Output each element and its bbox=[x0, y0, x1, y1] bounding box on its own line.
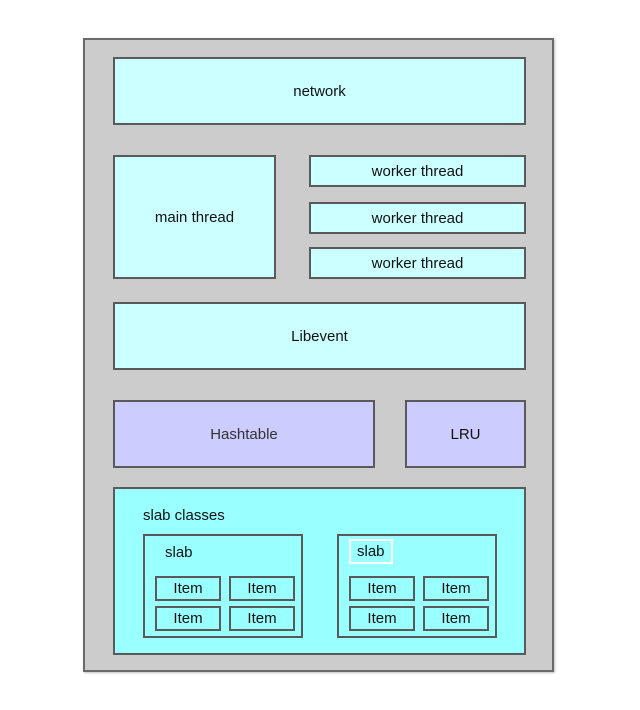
worker-thread-label: worker thread bbox=[371, 209, 464, 227]
item-label: Item bbox=[173, 580, 203, 597]
item-box: Item bbox=[155, 606, 221, 631]
item-label: Item bbox=[173, 610, 203, 627]
item-box: Item bbox=[349, 606, 415, 631]
slab-box-1: slab Item Item Item Item bbox=[143, 534, 303, 638]
network-label: network bbox=[293, 82, 346, 100]
slab-label: slab bbox=[349, 539, 393, 564]
main-thread-label: main thread bbox=[154, 208, 235, 226]
hashtable-label: Hashtable bbox=[210, 425, 278, 443]
lru-label: LRU bbox=[450, 425, 481, 443]
item-box: Item bbox=[229, 576, 295, 601]
worker-thread-label: worker thread bbox=[371, 162, 464, 180]
item-label: Item bbox=[247, 610, 277, 627]
network-box: network bbox=[113, 57, 526, 125]
item-box: Item bbox=[349, 576, 415, 601]
main-thread-box: main thread bbox=[113, 155, 276, 279]
worker-thread-box-2: worker thread bbox=[309, 202, 526, 234]
item-label: Item bbox=[367, 580, 397, 597]
libevent-label: Libevent bbox=[291, 327, 348, 345]
worker-thread-box-1: worker thread bbox=[309, 155, 526, 187]
hashtable-box: Hashtable bbox=[113, 400, 375, 468]
slab-box-2: slab Item Item Item Item bbox=[337, 534, 497, 638]
item-box: Item bbox=[423, 576, 489, 601]
item-label: Item bbox=[441, 610, 471, 627]
item-box: Item bbox=[423, 606, 489, 631]
item-box: Item bbox=[155, 576, 221, 601]
item-label: Item bbox=[367, 610, 397, 627]
item-box: Item bbox=[229, 606, 295, 631]
item-label: Item bbox=[441, 580, 471, 597]
worker-thread-box-3: worker thread bbox=[309, 247, 526, 279]
item-label: Item bbox=[247, 580, 277, 597]
slab-label: slab bbox=[165, 544, 193, 561]
slab-classes-box: slab classes slab Item Item Item Item sl… bbox=[113, 487, 526, 655]
slab-classes-label: slab classes bbox=[143, 507, 225, 524]
libevent-box: Libevent bbox=[113, 302, 526, 370]
worker-thread-label: worker thread bbox=[371, 254, 464, 272]
lru-box: LRU bbox=[405, 400, 526, 468]
